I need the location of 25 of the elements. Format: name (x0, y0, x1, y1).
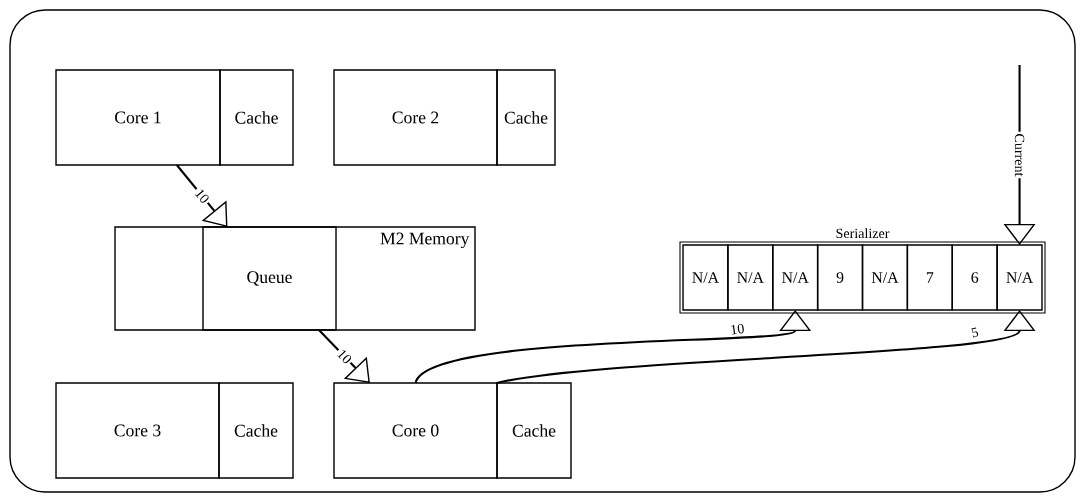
arrow (175, 164, 228, 227)
cache-box: Cache (218, 382, 294, 479)
chip-frame (9, 9, 1076, 493)
core-box: Core 1 (55, 69, 221, 166)
serializer-cell: 9 (816, 244, 864, 311)
serializer-cell: N/A (861, 244, 909, 311)
cache-box: Cache (496, 382, 572, 479)
core-box: Core 0 (333, 382, 498, 479)
core-box: Core 2 (333, 69, 498, 166)
core-box: Core 3 (55, 382, 220, 479)
serializer-cell: N/A (682, 244, 729, 311)
serializer-cell: N/A (996, 244, 1043, 311)
edge-label: 10 (727, 321, 747, 337)
serializer-cell: N/A (772, 244, 819, 311)
cache-box: Cache (496, 69, 556, 166)
core-box: Queue (202, 226, 337, 331)
edge-label: 10 (333, 345, 356, 368)
serializer-cell: 6 (951, 244, 998, 311)
edge-label: 10 (191, 185, 213, 207)
serializer-cell: 7 (906, 244, 953, 311)
edge-label: 5 (968, 325, 982, 340)
arrow (318, 329, 370, 383)
edge-label: Current (1013, 131, 1027, 179)
serializer-cell: N/A (727, 244, 774, 311)
cache-box: Cache (219, 69, 294, 166)
